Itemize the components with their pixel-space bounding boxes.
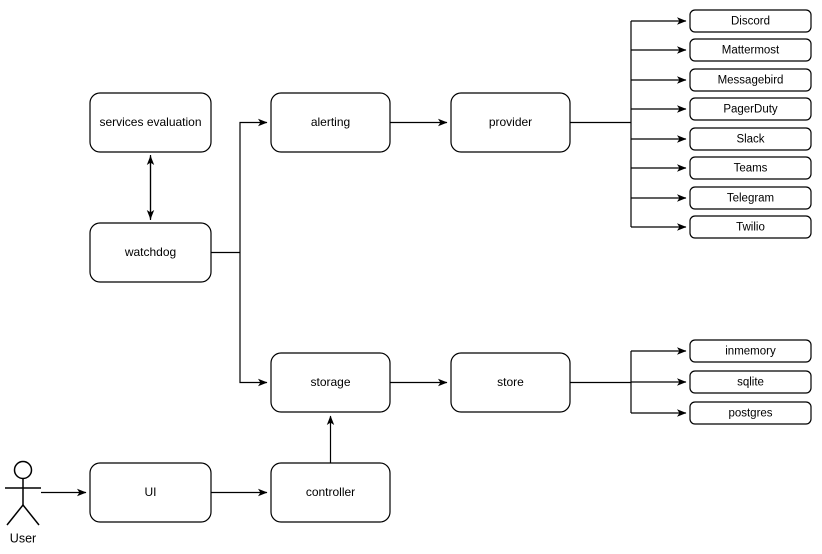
store-option-postgres[interactable]: postgres: [689, 401, 812, 425]
provider-option-pagerduty-label: PagerDuty: [723, 104, 778, 116]
provider-option-slack[interactable]: Slack: [689, 127, 812, 151]
provider-option-messagebird-label: Messagebird: [718, 75, 784, 87]
nodes-layer: services evaluation alerting provider watch…: [89, 9, 812, 523]
provider-option-mattermost-label: Mattermost: [722, 45, 780, 57]
provider-option-twilio-label: Twilio: [736, 222, 765, 234]
node-controller-shape: [270, 462, 391, 523]
provider-option-telegram[interactable]: Telegram: [689, 186, 812, 210]
node-watchdog-label: watchdog: [124, 245, 176, 259]
provider-option-pagerduty-shape: [689, 97, 812, 121]
user-actor-leg-right: [22, 504, 40, 526]
edge-watchdog-to-storage: [239, 252, 268, 387]
provider-option-teams-label: Teams: [734, 163, 768, 175]
node-ui-shape: [89, 462, 212, 523]
provider-option-twilio[interactable]: Twilio: [689, 215, 812, 239]
provider-option-mattermost[interactable]: Mattermost: [689, 38, 812, 62]
provider-option-twilio-shape: [689, 215, 812, 239]
node-controller[interactable]: controller: [270, 462, 391, 523]
node-services_evaluation-shape: [89, 92, 212, 153]
node-storage-label: storage: [310, 375, 350, 389]
provider-option-slack-label: Slack: [736, 134, 764, 146]
provider-option-mattermost-shape: [689, 38, 812, 62]
provider-option-pagerduty[interactable]: PagerDuty: [689, 97, 812, 121]
node-provider-label: provider: [489, 115, 532, 129]
store-option-inmemory-label: inmemory: [725, 346, 776, 358]
node-alerting-label: alerting: [311, 115, 350, 129]
provider-option-slack-shape: [689, 127, 812, 151]
node-provider[interactable]: provider: [450, 92, 571, 153]
store-option-postgres-shape: [689, 401, 812, 425]
provider-option-teams-shape: [689, 156, 812, 180]
user-actor-leg-left: [6, 504, 24, 526]
user-actor: User: [5, 460, 41, 545]
provider-option-messagebird[interactable]: Messagebird: [689, 68, 812, 92]
provider-option-telegram-shape: [689, 186, 812, 210]
user-actor-head: [13, 460, 33, 480]
store-option-sqlite-shape: [689, 370, 812, 394]
node-store-label: store: [497, 375, 524, 389]
node-storage-shape: [270, 352, 391, 413]
node-storage[interactable]: storage: [270, 352, 391, 413]
provider-option-messagebird-shape: [689, 68, 812, 92]
node-store-shape: [450, 352, 571, 413]
provider-option-telegram-label: Telegram: [727, 193, 774, 205]
edges-layer: [41, 17, 687, 497]
node-ui[interactable]: UI: [89, 462, 212, 523]
store-option-inmemory-shape: [689, 339, 812, 363]
node-watchdog[interactable]: watchdog: [89, 222, 212, 283]
node-alerting-shape: [270, 92, 391, 153]
node-watchdog-shape: [89, 222, 212, 283]
store-option-inmemory[interactable]: inmemory: [689, 339, 812, 363]
node-ui-label: UI: [145, 485, 157, 499]
node-provider-shape: [450, 92, 571, 153]
store-option-sqlite-label: sqlite: [737, 377, 764, 389]
node-controller-label: controller: [306, 485, 355, 499]
node-store[interactable]: store: [450, 352, 571, 413]
node-alerting[interactable]: alerting: [270, 92, 391, 153]
node-services_evaluation-label: services evaluation: [99, 115, 201, 129]
user-actor-label: User: [10, 531, 36, 545]
provider-option-teams[interactable]: Teams: [689, 156, 812, 180]
provider-option-discord-shape: [689, 9, 812, 33]
node-services_evaluation[interactable]: services evaluation: [89, 92, 212, 153]
provider-option-discord-label: Discord: [731, 16, 770, 28]
provider-option-discord[interactable]: Discord: [689, 9, 812, 33]
store-option-postgres-label: postgres: [728, 408, 772, 420]
edge-watchdog-to-alerting: [239, 118, 268, 253]
store-option-sqlite[interactable]: sqlite: [689, 370, 812, 394]
